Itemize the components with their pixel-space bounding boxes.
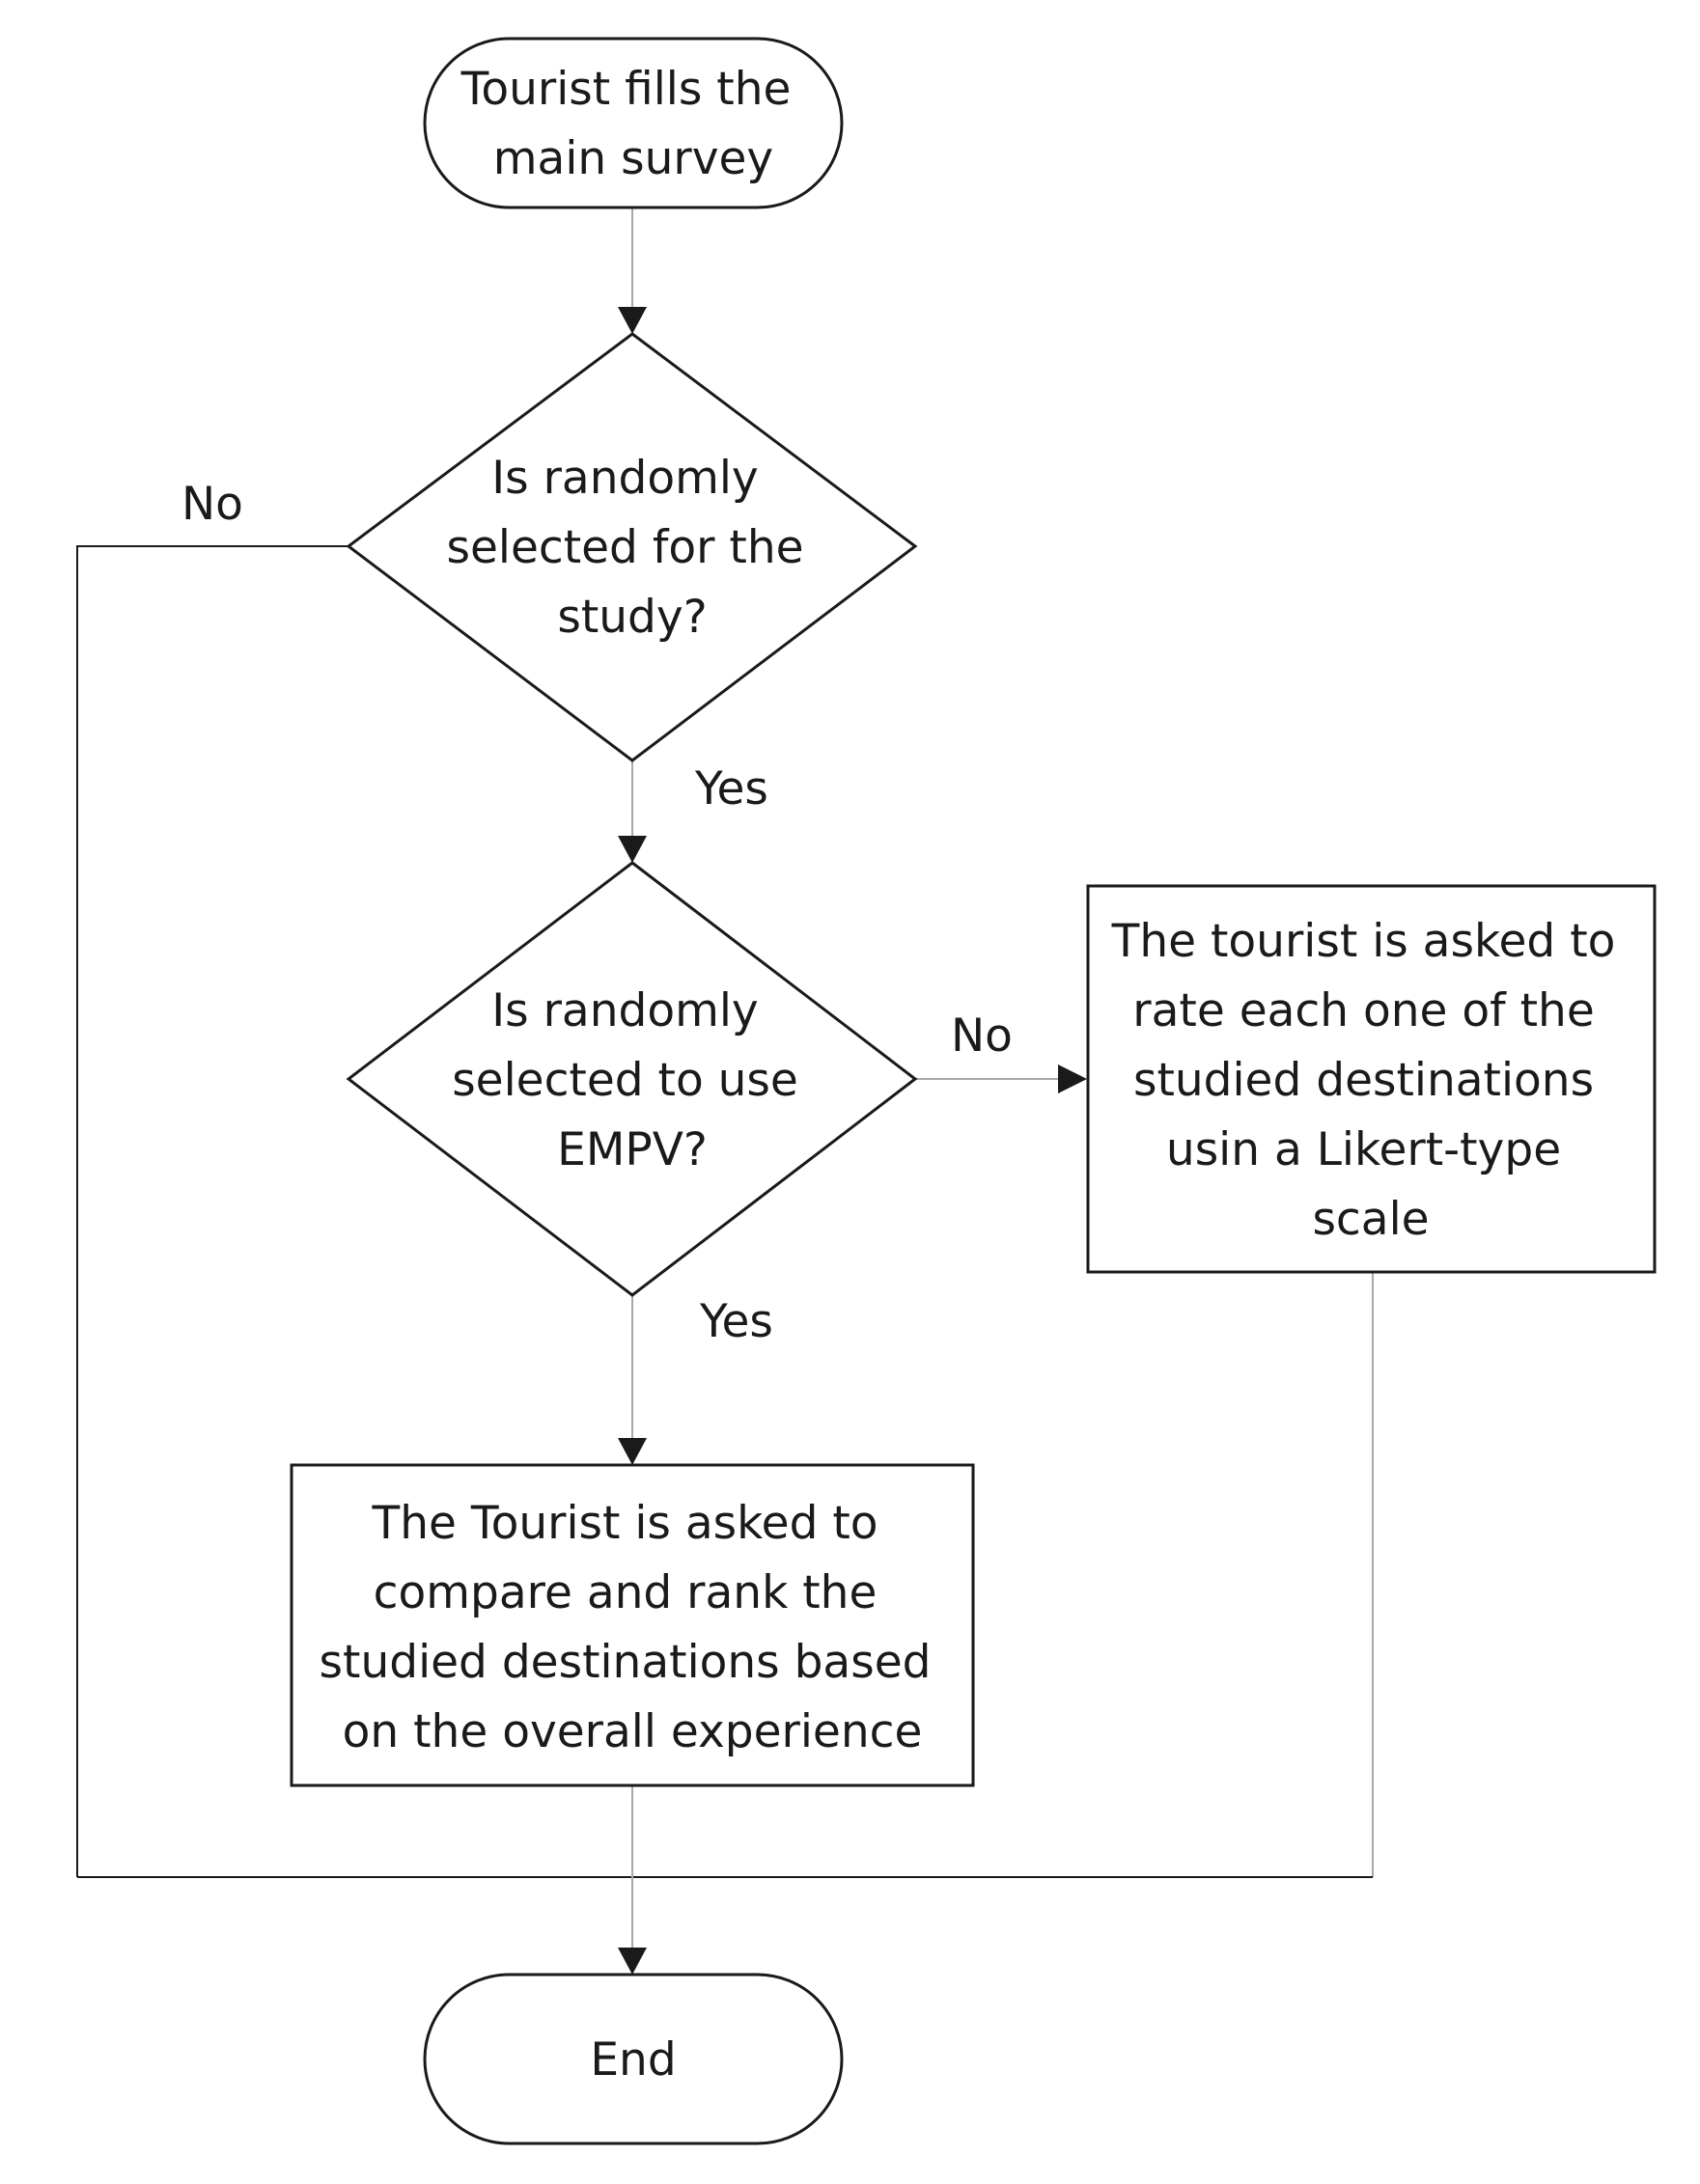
likert-label-line-4: usin a Likert-type bbox=[1166, 1123, 1561, 1176]
study-yes-label: Yes bbox=[694, 762, 768, 816]
start-label-line-1: Tourist fills the bbox=[460, 63, 792, 116]
empv-yes-label: Yes bbox=[699, 1295, 773, 1348]
end-label: End bbox=[590, 2033, 676, 2087]
likert-label-line-2: rate each one of the bbox=[1132, 984, 1594, 1037]
study-no-label: No bbox=[181, 478, 243, 531]
rank-label-line-1: The Tourist is asked to bbox=[372, 1497, 878, 1550]
empv-decision-label-line-1: Is randomly bbox=[491, 984, 758, 1037]
end-terminal bbox=[423, 1973, 844, 2145]
connectors bbox=[76, 207, 1374, 1975]
likert-label: The tourist is asked to rate each one of… bbox=[1111, 915, 1630, 1246]
rank-process-box bbox=[290, 1463, 975, 1787]
empv-no-label: No bbox=[951, 1009, 1013, 1063]
start-label-line-2: main survey bbox=[493, 132, 774, 185]
empv-decision-diamond bbox=[346, 861, 918, 1297]
edge-labels: No Yes No Yes bbox=[181, 478, 1013, 1348]
arrowhead-empv-decision bbox=[618, 836, 647, 863]
start-label: Tourist fills the main survey bbox=[460, 63, 806, 185]
connector-study-no bbox=[76, 545, 348, 1877]
rank-label-line-2: compare and rank the bbox=[374, 1566, 878, 1619]
nodes bbox=[290, 37, 1657, 2145]
study-decision-label-line-3: study? bbox=[557, 591, 707, 644]
arrowhead-rank-box bbox=[618, 1438, 647, 1465]
rank-label-line-3: studied destinations based bbox=[320, 1636, 932, 1689]
study-decision-label: Is randomly selected for the study? bbox=[447, 452, 819, 644]
likert-label-line-3: studied destinations bbox=[1133, 1054, 1594, 1107]
end-label-line-1: End bbox=[590, 2033, 676, 2087]
study-decision-diamond bbox=[346, 332, 918, 762]
rank-label: The Tourist is asked to compare and rank… bbox=[320, 1497, 946, 1758]
likert-label-line-5: scale bbox=[1312, 1193, 1429, 1246]
arrowhead-end bbox=[618, 1948, 647, 1975]
likert-process-box bbox=[1086, 884, 1657, 1274]
node-labels: Tourist fills the main survey Is randoml… bbox=[320, 63, 1630, 2087]
empv-decision-label: Is randomly selected to use EMPV? bbox=[452, 984, 813, 1176]
start-terminal bbox=[423, 37, 844, 209]
likert-label-line-1: The tourist is asked to bbox=[1111, 915, 1616, 968]
study-decision-label-line-2: selected for the bbox=[447, 521, 804, 574]
empv-decision-label-line-2: selected to use bbox=[452, 1054, 798, 1107]
empv-decision-label-line-3: EMPV? bbox=[557, 1123, 708, 1176]
rank-label-line-4: on the overall experience bbox=[343, 1705, 923, 1758]
arrowhead-likert-box bbox=[1058, 1064, 1087, 1093]
study-decision-label-line-1: Is randomly bbox=[491, 452, 758, 505]
arrowhead-study-decision bbox=[618, 307, 647, 334]
